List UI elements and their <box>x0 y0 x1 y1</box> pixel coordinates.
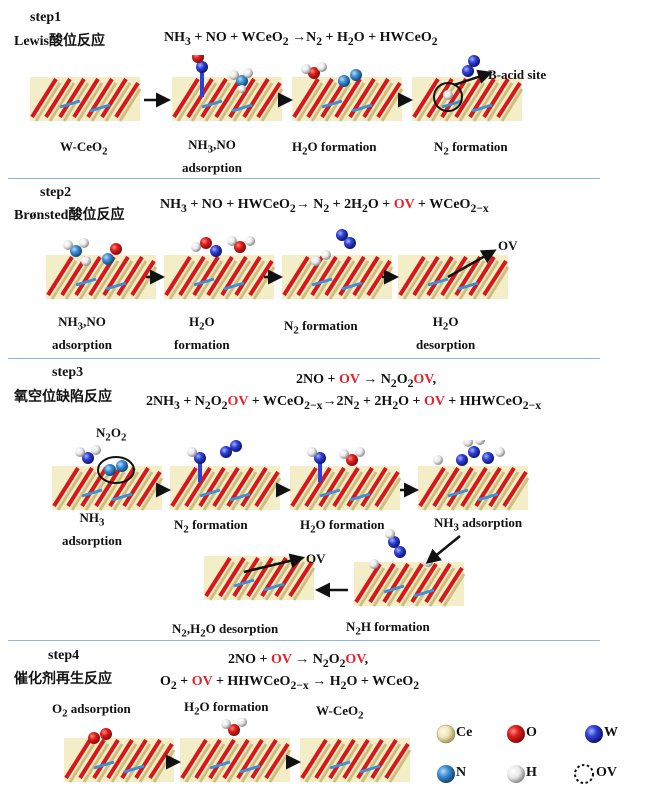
step1-callout-bacid: B-acid site <box>488 67 547 82</box>
step3-equation-1: 2NO + OV → N2O2OV, <box>296 372 437 390</box>
step2-slab-2 <box>162 236 276 301</box>
step3-slab-4 <box>416 440 530 512</box>
step1-panels <box>28 55 524 123</box>
step3-callout-n2o2: N2O2 <box>96 425 127 444</box>
step3-label-c: H2O formation <box>300 517 385 536</box>
step3-slab-5 <box>352 529 466 608</box>
step4-slab-1 <box>62 728 176 784</box>
legend-n-swatch <box>437 765 455 783</box>
step3-slab-1 <box>50 445 164 512</box>
step2-equation: NH3 + NO + HWCeO2→ N2 + 2H2O + OV + WCeO… <box>160 197 489 215</box>
separator-2 <box>8 358 600 359</box>
step4-slab-3 <box>298 736 412 784</box>
step4-equation-2: O2 + OV + HHWCeO2−x → H2O + WCeO2 <box>160 674 420 692</box>
legend-n-label: N <box>456 765 467 780</box>
step3-label-f: N2,H2O desorption <box>172 621 279 640</box>
step2-slab-1 <box>44 238 158 301</box>
legend <box>436 724 603 784</box>
legend-h-swatch <box>507 765 525 783</box>
separator-1 <box>8 178 600 179</box>
step1-slab-3 <box>290 62 404 123</box>
legend-h-label: H <box>526 765 537 780</box>
step1-subtitle: Lewis酸位反应 <box>14 34 105 49</box>
legend-o-swatch <box>507 725 525 743</box>
step1-label-d: N2 formation <box>434 139 508 158</box>
step3-callout-ov: OV <box>306 551 326 566</box>
step3-equation-2: 2NH3 + N2O2OV + WCeO2−x→2N2 + 2H2O + OV … <box>146 394 542 412</box>
legend-ov-swatch <box>574 764 594 784</box>
step3-panels-row2 <box>202 529 466 608</box>
legend-ce-label: Ce <box>456 725 473 740</box>
step2-label-c: N2 formation <box>284 318 358 337</box>
step3-label-d: NH3 adsorption <box>434 515 523 534</box>
step4-label-b: H2O formation <box>184 699 269 718</box>
step4-subtitle: 催化剂再生反应 <box>14 672 112 687</box>
step3-label-b: N2 formation <box>174 517 248 536</box>
legend-ce-swatch <box>436 724 456 744</box>
step2-callout-ov: OV <box>498 238 518 253</box>
step1-label-c: H2O formation <box>292 139 377 158</box>
step4-panels <box>62 718 412 784</box>
step1-slab-2 <box>170 55 284 123</box>
legend-w-label: W <box>604 725 618 740</box>
step3-panels-row1 <box>50 440 530 512</box>
step4-equation-1: 2NO + OV → N2O2OV, <box>228 652 369 670</box>
step3-title: step3 <box>52 365 84 380</box>
step2-subtitle: Brønsted酸位反应 <box>14 208 125 223</box>
step3-label-e: N2H formation <box>346 619 430 638</box>
step4-slab-2 <box>178 718 292 784</box>
step2-slab-4 <box>396 253 510 301</box>
legend-ov-label: OV <box>596 765 617 780</box>
step4-label-c: W-CeO2 <box>316 703 364 722</box>
step2-slab-3 <box>280 229 394 301</box>
step1-title: step1 <box>30 10 62 25</box>
step1-label-a: W-CeO2 <box>60 139 108 158</box>
step3-slab-3 <box>288 447 402 512</box>
step4-label-a: O2 adsorption <box>52 701 131 720</box>
step3-slab-6 <box>202 554 316 602</box>
legend-w-swatch <box>585 725 603 743</box>
step3-slab-2 <box>168 440 282 512</box>
legend-o-label: O <box>526 725 537 740</box>
step2-title: step2 <box>40 185 72 200</box>
step1-slab-1 <box>28 75 142 123</box>
separator-3 <box>8 640 600 641</box>
step4-title: step4 <box>48 648 80 663</box>
step1-equation: NH3 + NO + WCeO2 →N2 + H2O + HWCeO2 <box>164 30 438 48</box>
step1-slab-4 <box>410 55 524 123</box>
step3-subtitle: 氧空位缺陷反应 <box>14 390 112 405</box>
step2-panels <box>44 229 510 301</box>
